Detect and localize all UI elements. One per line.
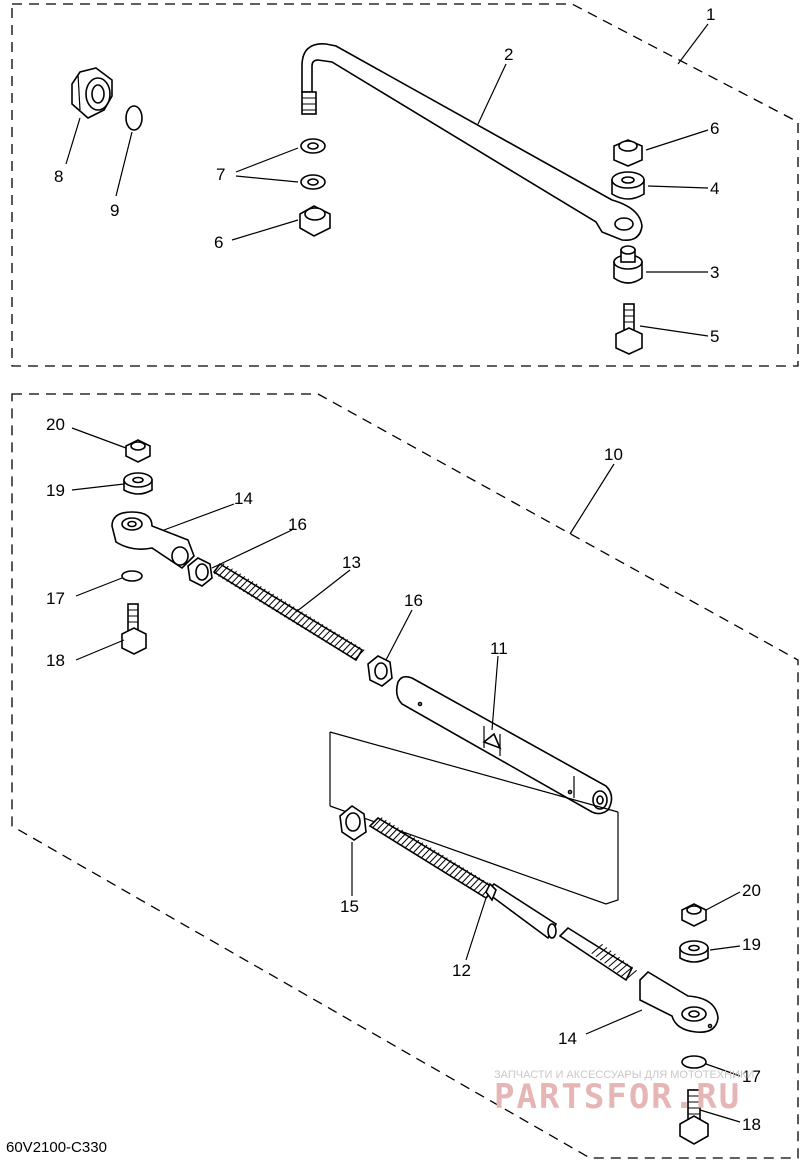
callout-3: 3 [710, 263, 719, 282]
callout-16-middle: 16 [404, 591, 423, 610]
watermark-brand: PARTSFOR.RU [494, 1077, 741, 1117]
callout-15: 15 [340, 897, 359, 916]
callout-14-right: 14 [558, 1029, 577, 1048]
callout-9: 9 [110, 201, 119, 220]
part-18-bolt-right [679, 1089, 709, 1145]
callout-17-right: 17 [742, 1067, 761, 1086]
part-16-jam-nut-left [187, 557, 213, 587]
callout-14-left: 14 [234, 489, 253, 508]
part-14-rod-end-right [639, 970, 719, 1034]
part-11-tube [395, 675, 613, 815]
part-6-nut-right [613, 139, 643, 167]
part-17-washer-left [121, 570, 143, 582]
part-20-nut-right [681, 903, 707, 927]
group-10-boundary [11, 393, 799, 1159]
assembly-bracket [329, 731, 619, 905]
callout-20-left: 20 [46, 415, 65, 434]
part-12-threaded-shaft [368, 816, 637, 982]
callout-2: 2 [504, 45, 513, 64]
part-5-bolt [615, 303, 643, 355]
part-19-washer-right [679, 940, 709, 963]
callout-6-left: 6 [214, 233, 223, 252]
callout-7: 7 [216, 165, 225, 184]
part-19-washer-left [123, 472, 153, 495]
callout-19-left: 19 [46, 481, 65, 500]
part-9-o-ring [125, 105, 143, 131]
callout-16-left: 16 [288, 515, 307, 534]
callout-6: 6 [710, 119, 719, 138]
part-2-link-rod [301, 43, 643, 242]
callout-19-right: 19 [742, 935, 761, 954]
part-4-bushing [611, 171, 645, 200]
watermark-tagline: ЗАПЧАСТИ И АКСЕССУАРЫ ДЛЯ МОТОТЕХНИКИ [494, 1069, 754, 1081]
callout-12: 12 [452, 961, 471, 980]
part-14-rod-end-left [111, 511, 195, 570]
leader-lines [65, 23, 741, 1123]
part-6-nut-left [299, 205, 331, 237]
callout-17-left: 17 [46, 589, 65, 608]
callout-4: 4 [710, 179, 719, 198]
part-8-nut [71, 67, 113, 119]
part-15-nut [339, 805, 367, 841]
part-7-washers [300, 138, 326, 190]
part-17-washer-right [681, 1055, 707, 1069]
callout-20-right: 20 [742, 881, 761, 900]
part-20-nut-top-left [125, 439, 151, 463]
callout-18-right: 18 [742, 1115, 761, 1134]
part-18-bolt-left [121, 603, 147, 655]
diagram-code: 60V2100-C330 [6, 1139, 107, 1156]
callout-11: 11 [490, 639, 508, 658]
part-3-collar [613, 245, 643, 284]
callout-18-left: 18 [46, 651, 65, 670]
callout-10: 10 [604, 445, 623, 464]
part-13-threaded-rod [212, 562, 365, 662]
callout-13: 13 [342, 553, 361, 572]
part-16-jam-nut-middle [367, 655, 393, 687]
callout-8: 8 [54, 167, 63, 186]
callout-1: 1 [706, 5, 715, 24]
group-1-boundary [11, 3, 799, 367]
callout-5: 5 [710, 327, 719, 346]
